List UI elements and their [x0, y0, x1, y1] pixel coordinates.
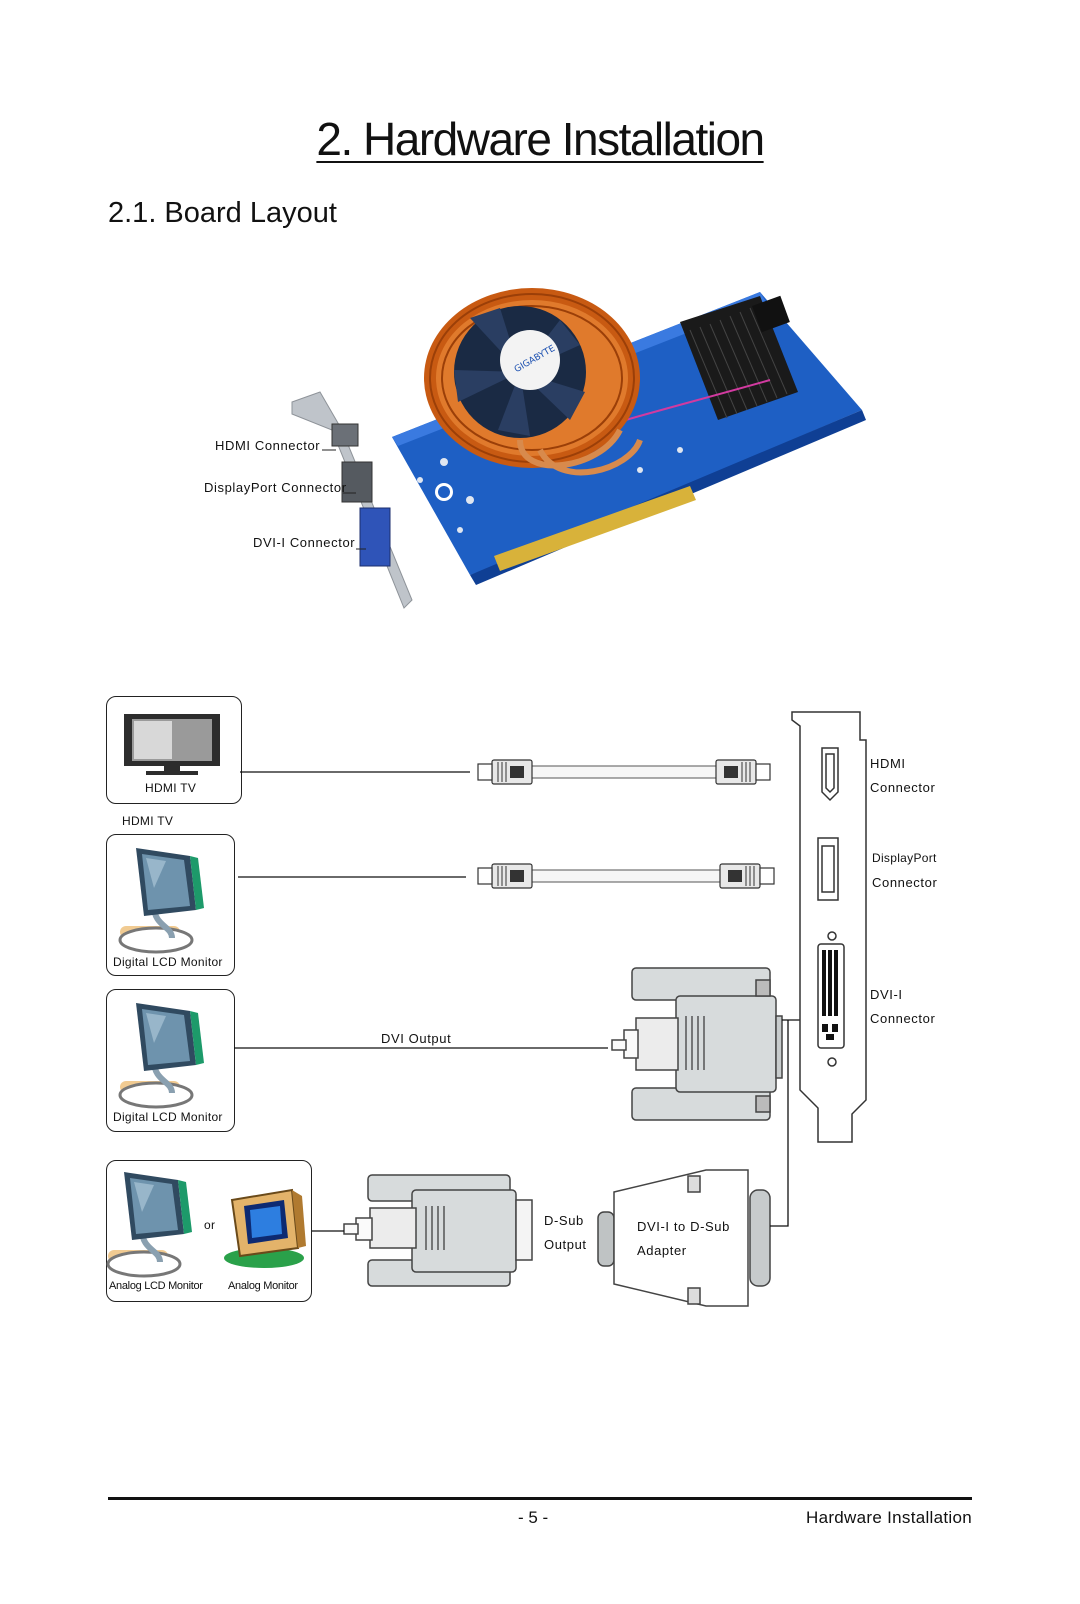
hdmi-tv-caption: HDMI TV [122, 814, 174, 828]
bracket-dvi-label: DVI-I [870, 987, 903, 1002]
footer-rule [108, 1497, 972, 1500]
dvi-port-pins [822, 950, 838, 1040]
adapter-label-2: Adapter [637, 1243, 687, 1258]
dsub-output-label: Output [544, 1237, 587, 1252]
dsub-cable-connector [343, 1174, 533, 1287]
dvi-cable-connector [611, 967, 783, 1121]
bracket-displayport-connector-label: Connector [872, 875, 938, 890]
dvi-to-dsub-adapter [597, 1169, 771, 1307]
or-label: or [204, 1218, 216, 1232]
card-io-bracket [791, 711, 867, 1143]
photo-hdmi-port [331, 423, 359, 447]
analog-lcd-label: Analog LCD Monitor [109, 1280, 203, 1292]
bracket-hdmi-connector-label: Connector [870, 780, 936, 795]
callout-dvi-connector: DVI-I Connector [253, 535, 356, 550]
callout-displayport-connector: DisplayPort Connector [204, 480, 347, 495]
page-title: 2. Hardware Installation [316, 113, 765, 165]
hdmi-tv-box-label: HDMI TV [145, 781, 197, 795]
section-heading: 2.1. Board Layout [108, 197, 337, 229]
callout-hdmi-connector: HDMI Connector [215, 438, 321, 453]
adapter-label: DVI-I to D-Sub [637, 1219, 730, 1234]
digital-lcd-label-2: Digital LCD Monitor [113, 1110, 223, 1124]
analog-monitor-label: Analog Monitor [228, 1280, 298, 1292]
digital-lcd-label-1: Digital LCD Monitor [113, 955, 223, 969]
graphics-card-pcb: GIGABYTE [392, 288, 866, 585]
hdmi-cable-1 [477, 759, 771, 785]
footer-section-title: Hardware Installation [806, 1508, 972, 1527]
fan-brand-label: GIGABYTE [513, 344, 557, 375]
dvi-output-label: DVI Output [381, 1031, 452, 1046]
bracket-dvi-connector-label: Connector [870, 1011, 936, 1026]
displayport-cable [477, 863, 775, 889]
dsub-label: D-Sub [544, 1213, 584, 1228]
photo-dvi-port [359, 507, 391, 567]
card-bracket [291, 391, 413, 609]
bracket-displayport-label: DisplayPort [872, 851, 937, 865]
bracket-hdmi-label: HDMI [870, 756, 906, 771]
page-number: - 5 - [518, 1508, 549, 1527]
